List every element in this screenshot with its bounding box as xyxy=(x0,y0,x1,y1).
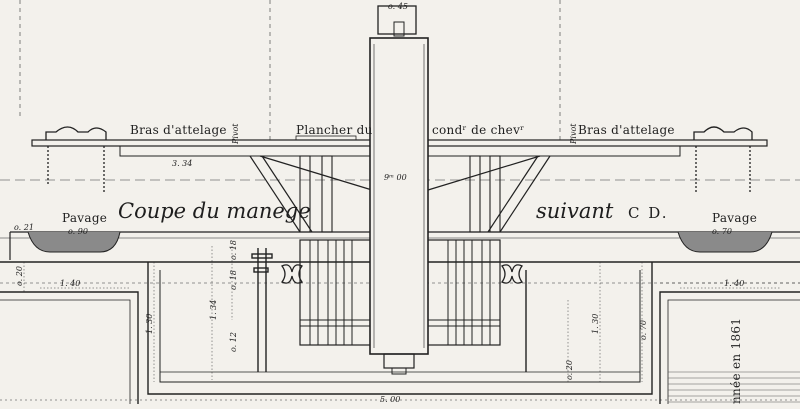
dim-small-d: o. 20 xyxy=(565,360,574,380)
right-stirrup xyxy=(693,126,753,194)
dim-left-offset: 1. 40 xyxy=(60,279,80,288)
pavage-left-label: Pavage xyxy=(62,211,107,225)
dim-small-a: o. 18 xyxy=(229,270,238,290)
pit xyxy=(147,262,653,395)
dim-pavage-right: o. 70 xyxy=(712,227,732,236)
left-foundation xyxy=(0,291,139,404)
central-pole xyxy=(369,5,429,375)
left-stirrup xyxy=(45,126,107,194)
dim-base-width: 5. 00 xyxy=(380,395,400,404)
dim-left-edge: o. 21 xyxy=(14,223,34,232)
posts xyxy=(299,155,501,233)
pivot-left-label: Pivot xyxy=(231,123,240,145)
dim-pavage-left: o. 90 xyxy=(68,227,88,236)
dim-pit-depth-left: 1. 30 xyxy=(145,314,154,334)
section-letters: C D. xyxy=(628,204,669,222)
plancher-label: Plancher du xyxy=(296,123,373,137)
bras-attelage-right-label: Bras d'attelage xyxy=(578,123,675,137)
section-suffix-script: suivant xyxy=(536,199,614,223)
pavage-left-tray xyxy=(27,231,121,253)
dim-small-c: o. 12 xyxy=(229,332,238,352)
dim-pit-depth-right: 1. 30 xyxy=(591,314,600,334)
section-title-script: Coupe du manege xyxy=(118,199,311,223)
right-foundation xyxy=(659,291,800,404)
conducteur-label: condʳ de chevʳ xyxy=(432,123,525,137)
dim-pole-height: 9ᵐ 00 xyxy=(384,173,407,182)
dim-top-block: o. 45 xyxy=(388,2,408,11)
dim-pit-depth-inner: 1. 34 xyxy=(209,300,218,320)
right-clamp xyxy=(501,264,523,284)
pavage-right-tray xyxy=(677,231,773,253)
bras-attelage-left-label: Bras d'attelage xyxy=(130,123,227,137)
left-clamp xyxy=(281,264,303,284)
dim-small-e: o. 70 xyxy=(639,320,648,340)
pavage-right-label: Pavage xyxy=(712,211,757,225)
pivot-right-label: Pivot xyxy=(569,123,578,145)
braces xyxy=(249,155,551,233)
dim-left-depth: o. 20 xyxy=(15,266,24,286)
dim-arm-left: 3. 34 xyxy=(172,159,192,168)
margin-note: nnée en 1861 xyxy=(729,318,743,404)
side-rods xyxy=(251,248,527,372)
dim-small-b: o. 18 xyxy=(229,240,238,260)
dim-right-offset: 1. 40 xyxy=(724,279,744,288)
dimension-lines xyxy=(23,246,780,382)
